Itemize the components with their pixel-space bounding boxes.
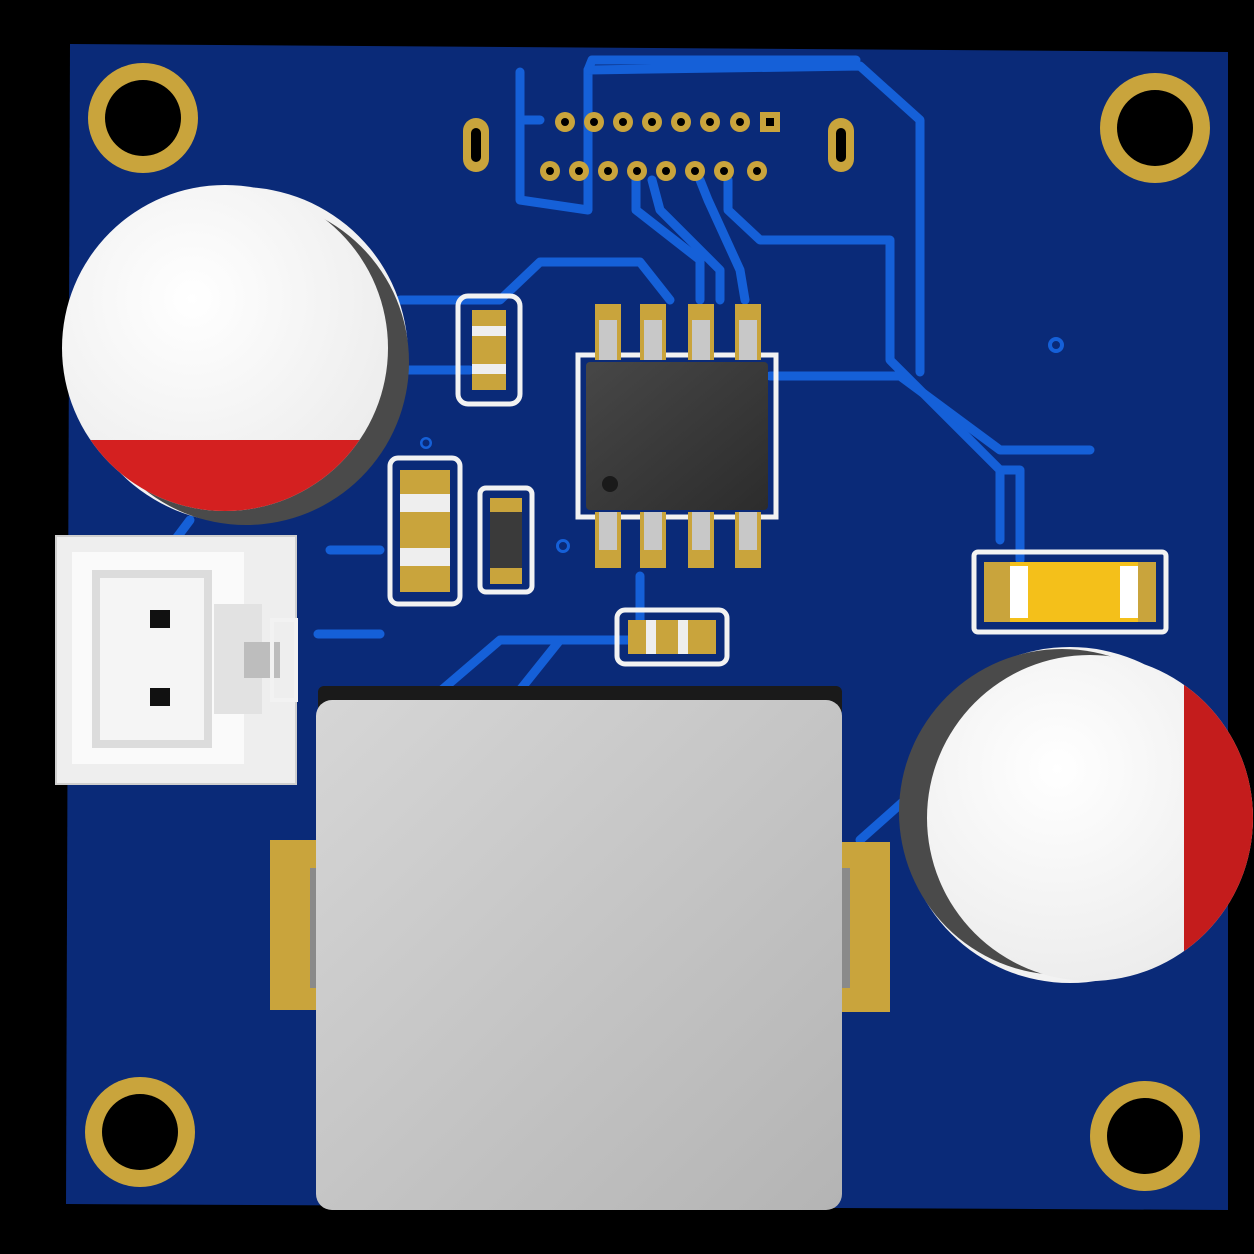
header-connector-16pin xyxy=(463,112,854,181)
pin1-marker xyxy=(602,476,618,492)
smd-resistor-r1 xyxy=(477,485,535,595)
mounting-hole-bottom-left xyxy=(85,1077,195,1187)
mounting-hole-top-left xyxy=(88,63,198,173)
smd-capacitor-c1 xyxy=(455,293,523,407)
smd-capacitor-c2 xyxy=(387,455,463,607)
vias xyxy=(418,335,1066,555)
soic8-ic xyxy=(575,304,779,568)
electrolytic-capacitor-left xyxy=(62,185,409,525)
jst-2pin-connector xyxy=(55,535,298,785)
smd-led xyxy=(971,549,1169,635)
smd-capacitor-c3 xyxy=(614,607,730,667)
mounting-hole-top-right xyxy=(1100,73,1210,183)
power-inductor xyxy=(270,686,890,1210)
mounting-hole-bottom-right xyxy=(1090,1081,1200,1191)
